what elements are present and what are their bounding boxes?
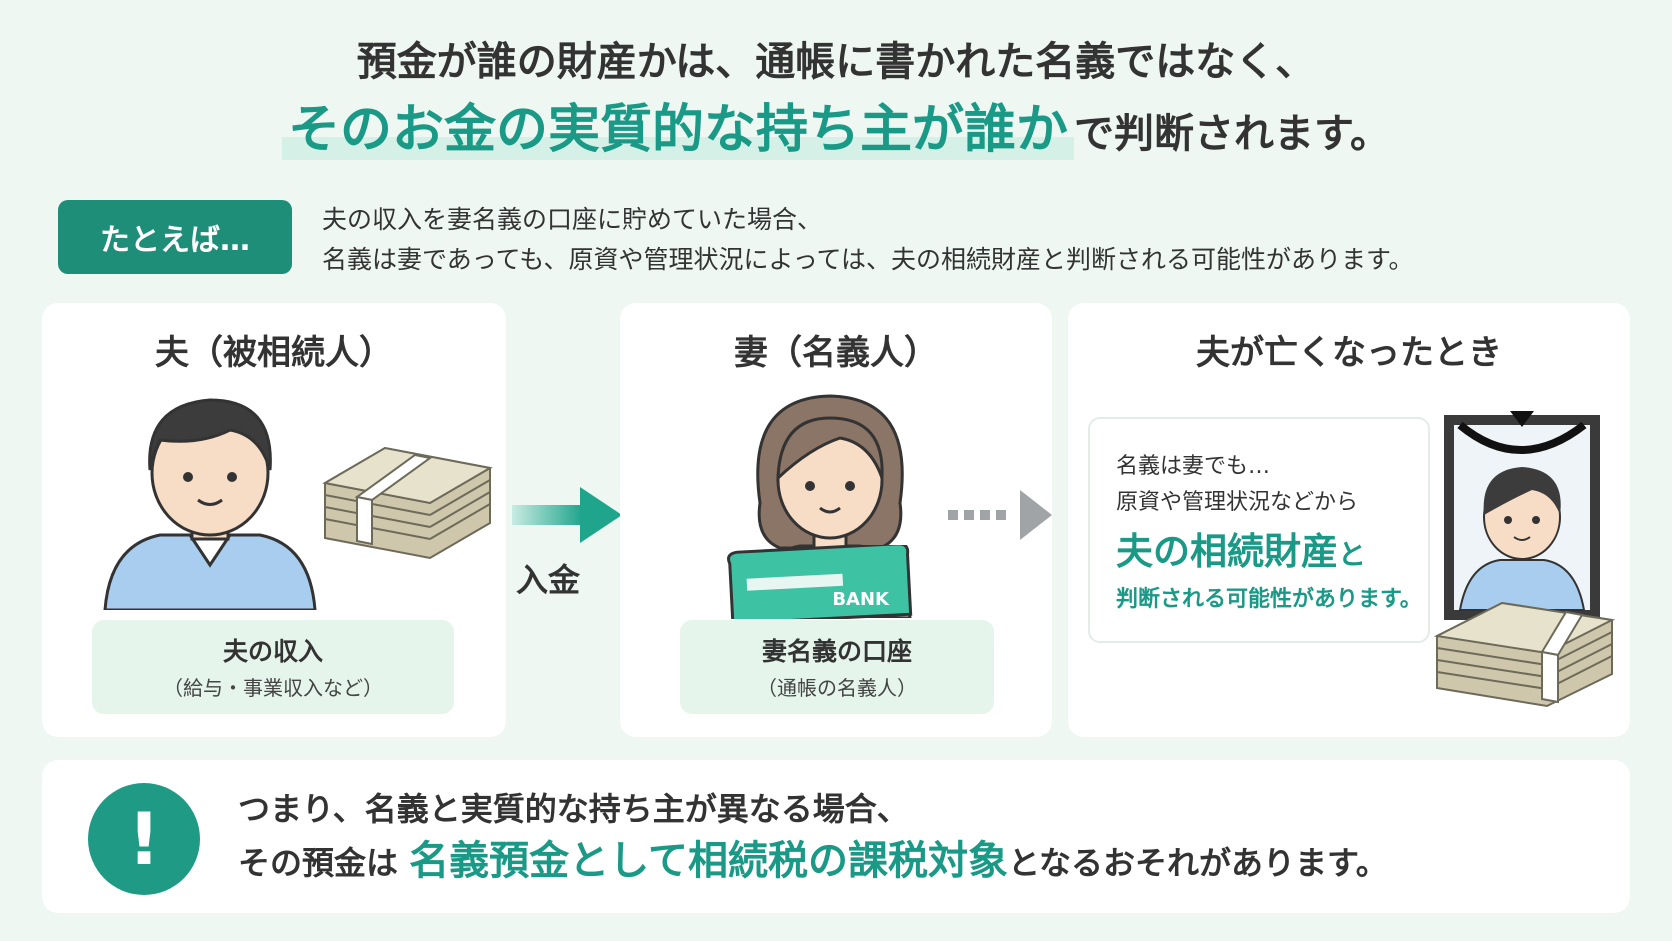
bank-card-icon: BANK [723, 545, 913, 619]
headline: 預金が誰の財産かは、通帳に書かれた名義ではなく、 そのお金の実質的な持ち主が誰か… [0, 34, 1672, 166]
death-explanation: 名義は妻でも… 原資や管理状況などから 夫の相続財産と 判断される可能性がありま… [1088, 417, 1430, 643]
headline-line2: そのお金の実質的な持ち主が誰かで判断されます。 [0, 98, 1672, 166]
husband-caption-main: 夫の収入 [222, 637, 323, 666]
conclusion-suffix: となるおそれがあります。 [1007, 844, 1388, 882]
husband-title: 夫（被相続人） [155, 333, 393, 373]
wife-caption-main: 妻名義の口座 [761, 637, 912, 666]
conclusion-prefix: その預金は [238, 844, 399, 882]
exclamation-icon: ! [88, 783, 200, 895]
example-line1: 夫の収入を妻名義の口座に貯めていた場合、 [322, 205, 823, 234]
deposit-label: 入金 [516, 561, 581, 599]
conclusion-line1: つまり、名義と実質的な持ち主が異なる場合、 [238, 790, 909, 828]
headline-rest: で判断されます。 [1074, 111, 1390, 157]
wife-caption: 妻名義の口座 （通帳の名義人） [680, 620, 994, 714]
headline-emphasis: そのお金の実質的な持ち主が誰か [281, 100, 1074, 160]
death-title: 夫が亡くなったとき [1196, 333, 1502, 373]
death-line3: 判断される可能性があります。 [1116, 587, 1422, 612]
money-stack-icon [322, 446, 493, 560]
example-line2: 名義は妻であっても、原資や管理状況によっては、夫の相続財産と判断される可能性があ… [322, 245, 1414, 274]
example-badge: たとえば… [58, 200, 292, 274]
death-emphasis: 夫の相続財産と [1116, 525, 1428, 582]
conclusion-text: つまり、名義と実質的な持ち主が異なる場合、 その預金は 名義預金として相続税の課… [238, 783, 1388, 889]
wife-title: 妻（名義人） [734, 333, 938, 373]
conclusion-emphasis: 名義預金として相続税の課税対象 [409, 838, 1008, 884]
conclusion-line2: その預金は 名義預金として相続税の課税対象となるおそれがあります。 [238, 835, 1388, 889]
death-emphasis-text: 夫の相続財産 [1116, 530, 1338, 573]
deposit-arrow-icon [512, 487, 622, 543]
death-line1: 名義は妻でも… [1116, 454, 1271, 479]
headline-line1: 預金が誰の財産かは、通帳に書かれた名義ではなく、 [356, 39, 1316, 85]
conclusion-card [42, 760, 1630, 913]
dotted-arrow-icon [948, 490, 1052, 540]
money-stack-icon-2 [1433, 601, 1616, 708]
memorial-portrait-icon [1444, 411, 1600, 620]
wife-caption-sub: （通帳の名義人） [757, 676, 917, 700]
husband-caption-sub: （給与・事業収入など） [163, 676, 383, 700]
example-text: 夫の収入を妻名義の口座に貯めていた場合、 名義は妻であっても、原資や管理状況によ… [322, 200, 1414, 280]
death-emphasis-suffix: と [1338, 538, 1367, 571]
bank-label: BANK [832, 589, 889, 610]
husband-caption: 夫の収入 （給与・事業収入など） [92, 620, 454, 714]
husband-illustration [103, 398, 317, 610]
death-line2: 原資や管理状況などから [1116, 490, 1359, 515]
